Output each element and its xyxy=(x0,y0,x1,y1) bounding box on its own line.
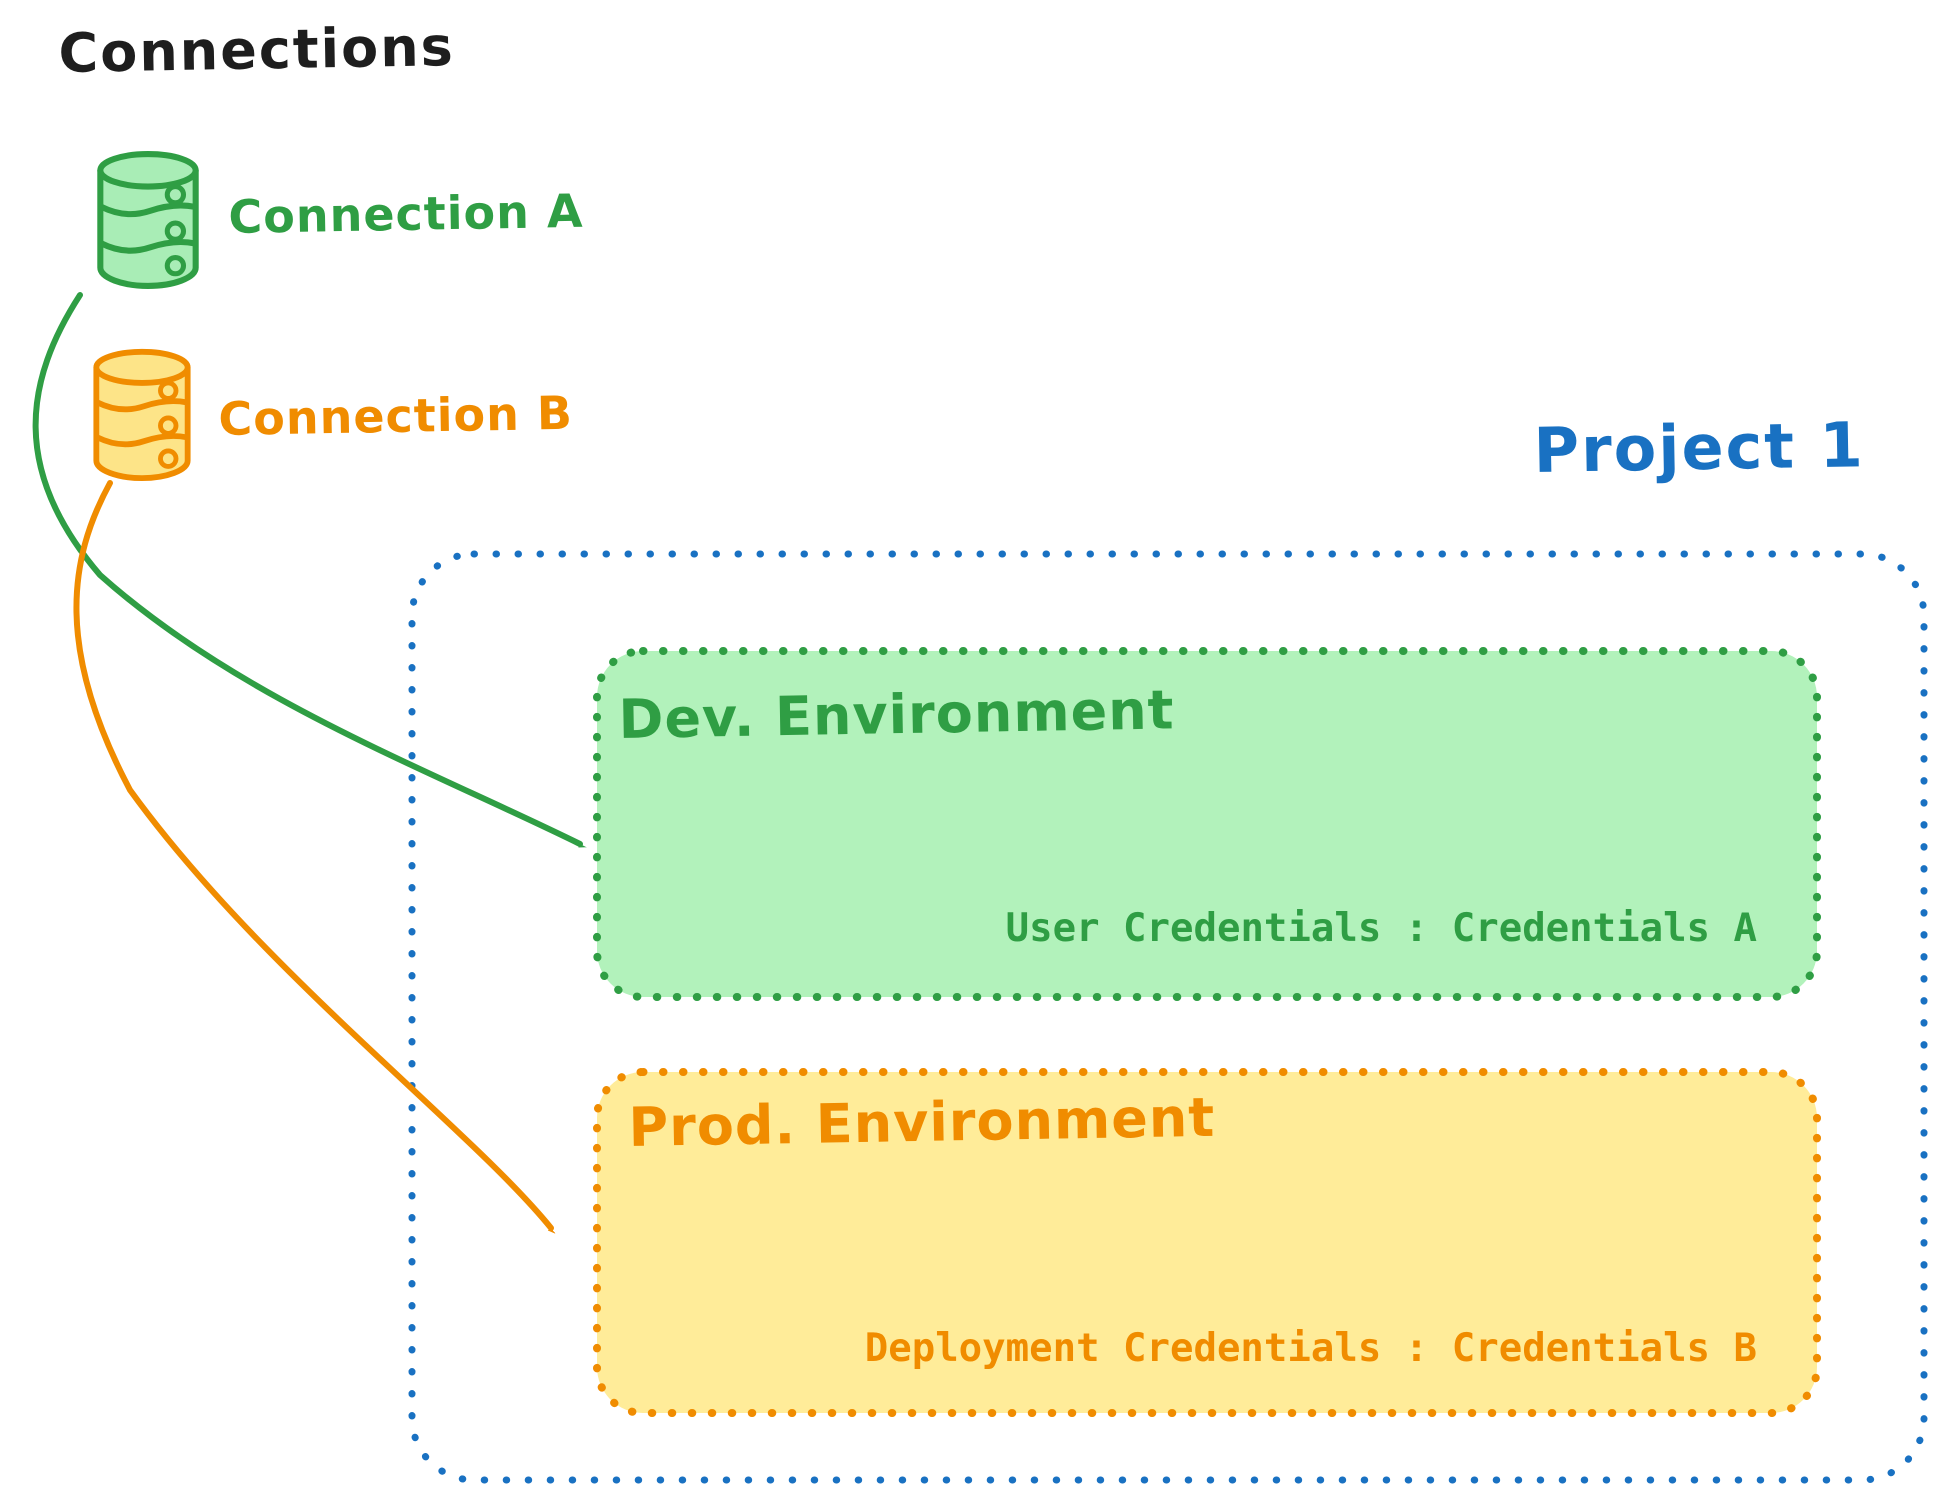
dev-environment-box xyxy=(593,647,1821,1001)
database-led xyxy=(164,255,187,277)
arrow-connection-b-to-prod xyxy=(73,480,551,1228)
dev-environment-title: Dev. Environment xyxy=(618,678,1175,751)
prod-environment-title: Prod. Environment xyxy=(628,1085,1216,1159)
database-led xyxy=(158,448,179,469)
database-top xyxy=(93,348,191,386)
connection-a-label: Connection A xyxy=(228,183,584,244)
database-top xyxy=(97,151,199,190)
project-box xyxy=(408,550,1928,1484)
database-led xyxy=(164,220,187,242)
prod-environment-box xyxy=(593,1068,1821,1417)
connections-title: Connections xyxy=(58,15,456,85)
database-led xyxy=(158,380,179,401)
database-icon-connection-a xyxy=(97,151,199,289)
prod-environment-credentials: Deployment Credentials : Credentials B xyxy=(864,1326,1757,1371)
project-title: Project 1 xyxy=(1533,408,1866,487)
database-separators xyxy=(98,202,198,254)
database-icon-connection-b xyxy=(93,348,191,482)
arrow-connection-a-to-dev xyxy=(32,292,580,844)
database-separators xyxy=(94,398,190,448)
database-led xyxy=(158,415,179,436)
connection-b-label: Connection B xyxy=(218,385,574,446)
database-led xyxy=(164,184,187,206)
dev-environment-credentials: User Credentials : Credentials A xyxy=(1005,906,1757,951)
